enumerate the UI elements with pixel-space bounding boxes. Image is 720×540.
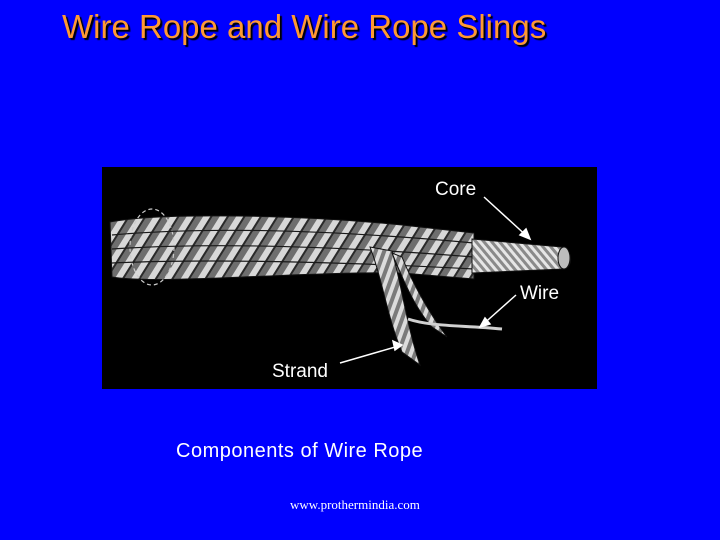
slide-title: Wire Rope and Wire Rope Slings — [62, 8, 547, 45]
strand-arrow — [339, 344, 403, 364]
rope-body — [109, 208, 475, 286]
strand-label: Strand — [272, 361, 328, 382]
core-arrowhead — [518, 227, 532, 241]
strand-arrowhead — [391, 339, 404, 352]
loose-wire — [407, 317, 503, 331]
wire-label: Wire — [520, 283, 559, 304]
wire-arrowhead — [478, 316, 492, 329]
rope-core — [471, 238, 571, 274]
unravelled-strand — [369, 246, 448, 367]
wire-rope-diagram: Core Wire Strand — [102, 167, 597, 389]
core-label: Core — [435, 179, 476, 200]
figure-caption: Components of Wire Rope — [176, 440, 424, 462]
footer-url: www.prothermindia.com — [290, 497, 420, 512]
